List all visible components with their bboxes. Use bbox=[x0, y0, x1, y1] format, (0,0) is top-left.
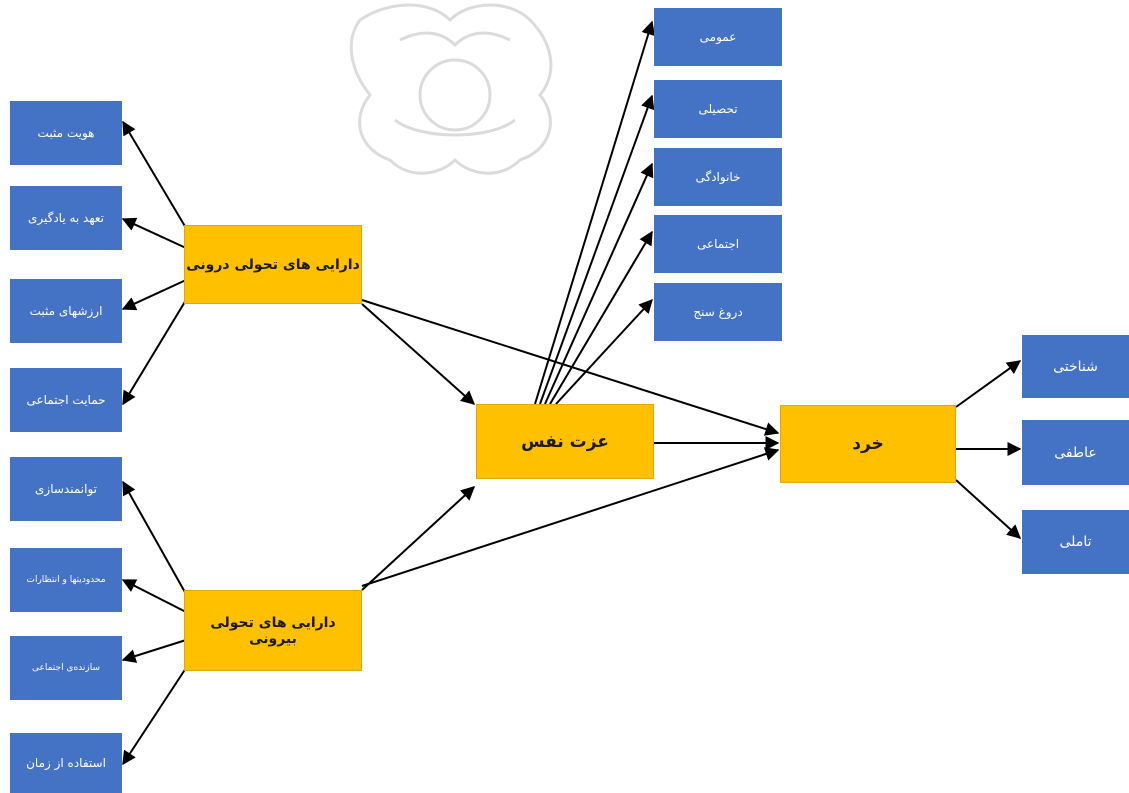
node-commitment-to-learning: تعهد به یادگیری bbox=[10, 186, 122, 250]
node-family: خانوادگی bbox=[654, 148, 782, 206]
node-self-esteem: عزت نفس bbox=[476, 404, 654, 479]
node-external-assets: دارایی های تحولی بیرونی bbox=[184, 590, 362, 671]
node-academic: تحصیلی bbox=[654, 80, 782, 138]
node-use-of-time: استفاده از زمان bbox=[10, 733, 122, 793]
node-positive-values: ارزشهای مثبت bbox=[10, 279, 122, 343]
node-reflective: تاملی bbox=[1022, 510, 1129, 574]
node-positive-identity: هویت مثبت bbox=[10, 101, 122, 165]
node-cognitive: شناختی bbox=[1022, 335, 1129, 398]
node-boundaries-expectations: محدودیتها و انتظارات bbox=[10, 548, 122, 612]
watermark-logo bbox=[349, 3, 553, 175]
node-social: اجتماعی bbox=[654, 215, 782, 273]
connector-arrows bbox=[121, 20, 1022, 766]
node-social-support: حمایت اجتماعی bbox=[10, 368, 122, 432]
node-lie-scale: دروغ سنج bbox=[654, 283, 782, 341]
node-internal-assets: دارایی های تحولی درونی bbox=[184, 225, 362, 304]
node-constructive-social: سازنده‌ی اجتماعی bbox=[10, 636, 122, 700]
node-affective: عاطفی bbox=[1022, 420, 1129, 485]
node-empowerment: توانمندسازی bbox=[10, 457, 122, 521]
node-wisdom: خرد bbox=[780, 405, 956, 483]
node-general: عمومی bbox=[654, 8, 782, 66]
